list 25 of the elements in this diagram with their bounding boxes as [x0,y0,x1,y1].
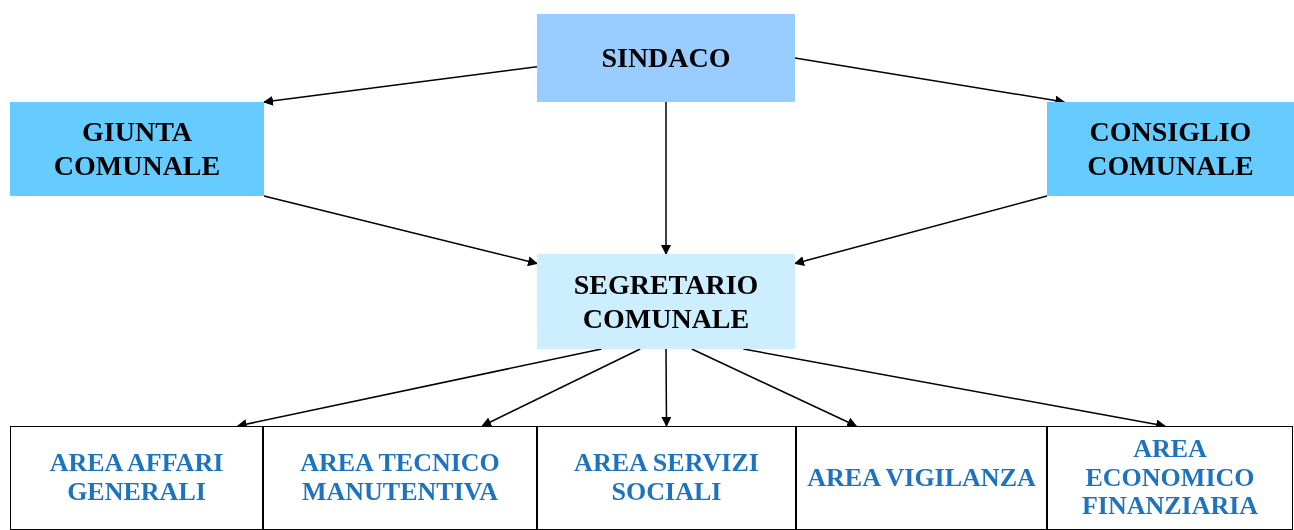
arrow [661,101,671,255]
org-box [10,102,264,196]
box-label: CONSIGLIO COMUNALE [1086,115,1255,183]
area-cell [796,426,1047,530]
box-label: AREA SERVIZI SOCIALI [573,449,760,507]
org-box [537,14,795,102]
arrow [794,195,1048,266]
box-label: AREA ECONOMICO FINANZIARIA [1080,435,1260,521]
box-label: SINDACO [601,41,731,75]
arrow [263,66,538,106]
box-label: GIUNTA COMUNALE [52,115,222,183]
box-label: AREA VIGILANZA [807,463,1036,493]
org-box [537,254,795,349]
arrow [263,195,538,267]
arrow [661,348,672,427]
area-cell [1047,426,1293,530]
org-box [1047,102,1294,196]
area-cell [10,426,263,530]
box-label: SEGRETARIO COMUNALE [572,267,760,336]
arrow [481,348,641,427]
box-label: AREA AFFARI GENERALI [48,449,225,507]
area-cell [263,426,537,530]
box-label: AREA TECNICO MANUTENTIVA [299,449,501,507]
arrow [691,348,858,427]
area-cell [537,426,796,530]
